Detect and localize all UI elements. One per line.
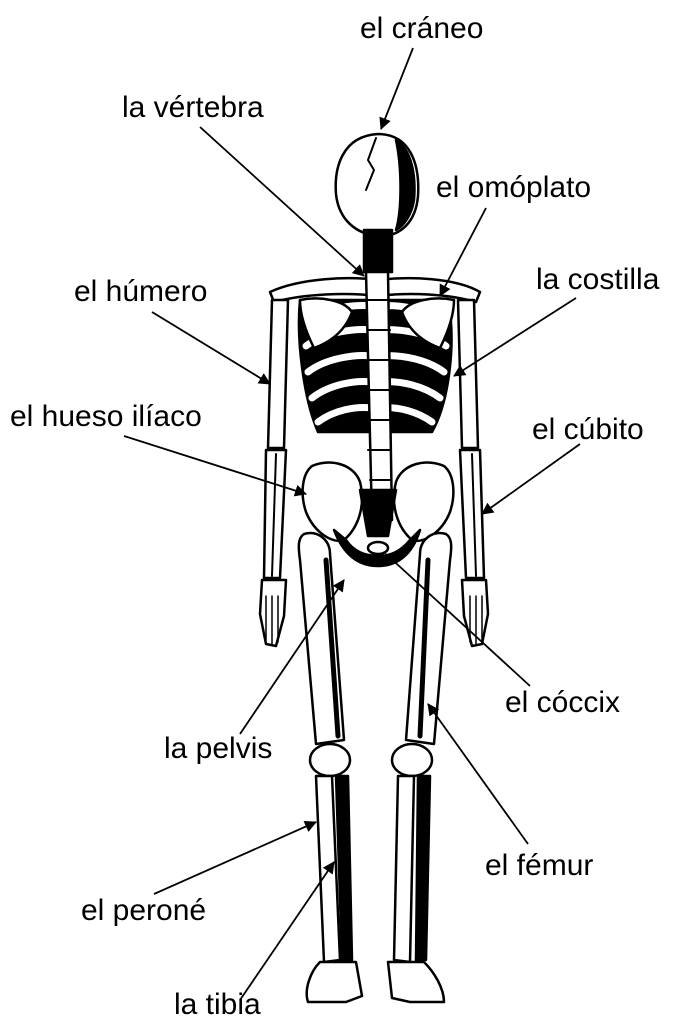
tibia-right — [394, 776, 414, 962]
pointer-perone — [154, 822, 316, 894]
pointer-humero — [152, 312, 270, 384]
humerus-left — [268, 300, 288, 448]
hand-left — [260, 580, 286, 646]
pointer-craneo — [381, 48, 413, 129]
label-humero: el húmero — [74, 275, 207, 309]
sacrum — [360, 490, 396, 536]
knee-right — [392, 744, 432, 776]
label-costilla: la costilla — [536, 263, 659, 297]
neck — [364, 230, 392, 272]
pointer-coccix — [386, 554, 530, 686]
label-femur: el fémur — [485, 849, 593, 883]
foot-left — [307, 962, 362, 1002]
pointer-femur — [428, 704, 528, 844]
pelvis-right — [394, 463, 453, 541]
coccyx — [368, 542, 388, 554]
label-hueso-iliaco: el hueso ilíaco — [10, 400, 202, 434]
label-craneo: el cráneo — [360, 12, 483, 46]
humerus-right — [458, 300, 478, 448]
knee-left — [310, 744, 350, 776]
pelvis-left — [303, 463, 362, 541]
label-cubito: el cúbito — [532, 413, 644, 447]
label-pelvis: la pelvis — [164, 732, 272, 766]
label-vertebra: la vértebra — [122, 91, 264, 125]
label-omoplato: el omóplato — [436, 171, 591, 205]
pointer-omoplato — [440, 208, 486, 296]
label-tibia: la tibia — [174, 988, 261, 1022]
label-coccix: el cóccix — [505, 686, 620, 720]
pointer-cubito — [482, 444, 580, 514]
spine — [366, 272, 392, 520]
fibula-right — [416, 776, 430, 960]
label-perone: el peroné — [81, 894, 206, 928]
foot-right — [388, 962, 444, 1002]
